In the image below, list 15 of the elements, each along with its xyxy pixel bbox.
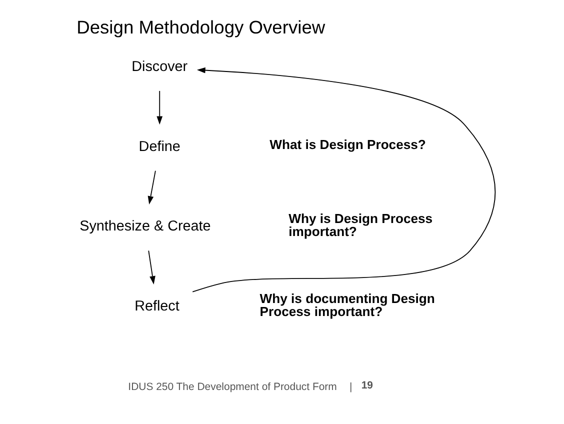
label: 19 — [360, 380, 372, 392]
arrow — [148, 250, 155, 284]
label: Why is documenting Design Process important? — [259, 291, 434, 320]
arrow — [192, 67, 495, 292]
node-text: Discover — [131, 58, 188, 75]
label: What is Design Process? — [269, 137, 426, 152]
arrow — [147, 170, 156, 205]
node-text: Synthesize & Create — [79, 218, 210, 235]
diagram-title: Design Methodology Overview — [76, 16, 325, 38]
arrow — [156, 90, 162, 125]
node-text: Reflect — [134, 298, 179, 315]
label: IDUS 250 The Development of Product Form — [128, 382, 336, 393]
label: | — [349, 382, 352, 393]
label: Why is Design Process important? — [288, 211, 432, 240]
node-text: Define — [138, 138, 180, 155]
